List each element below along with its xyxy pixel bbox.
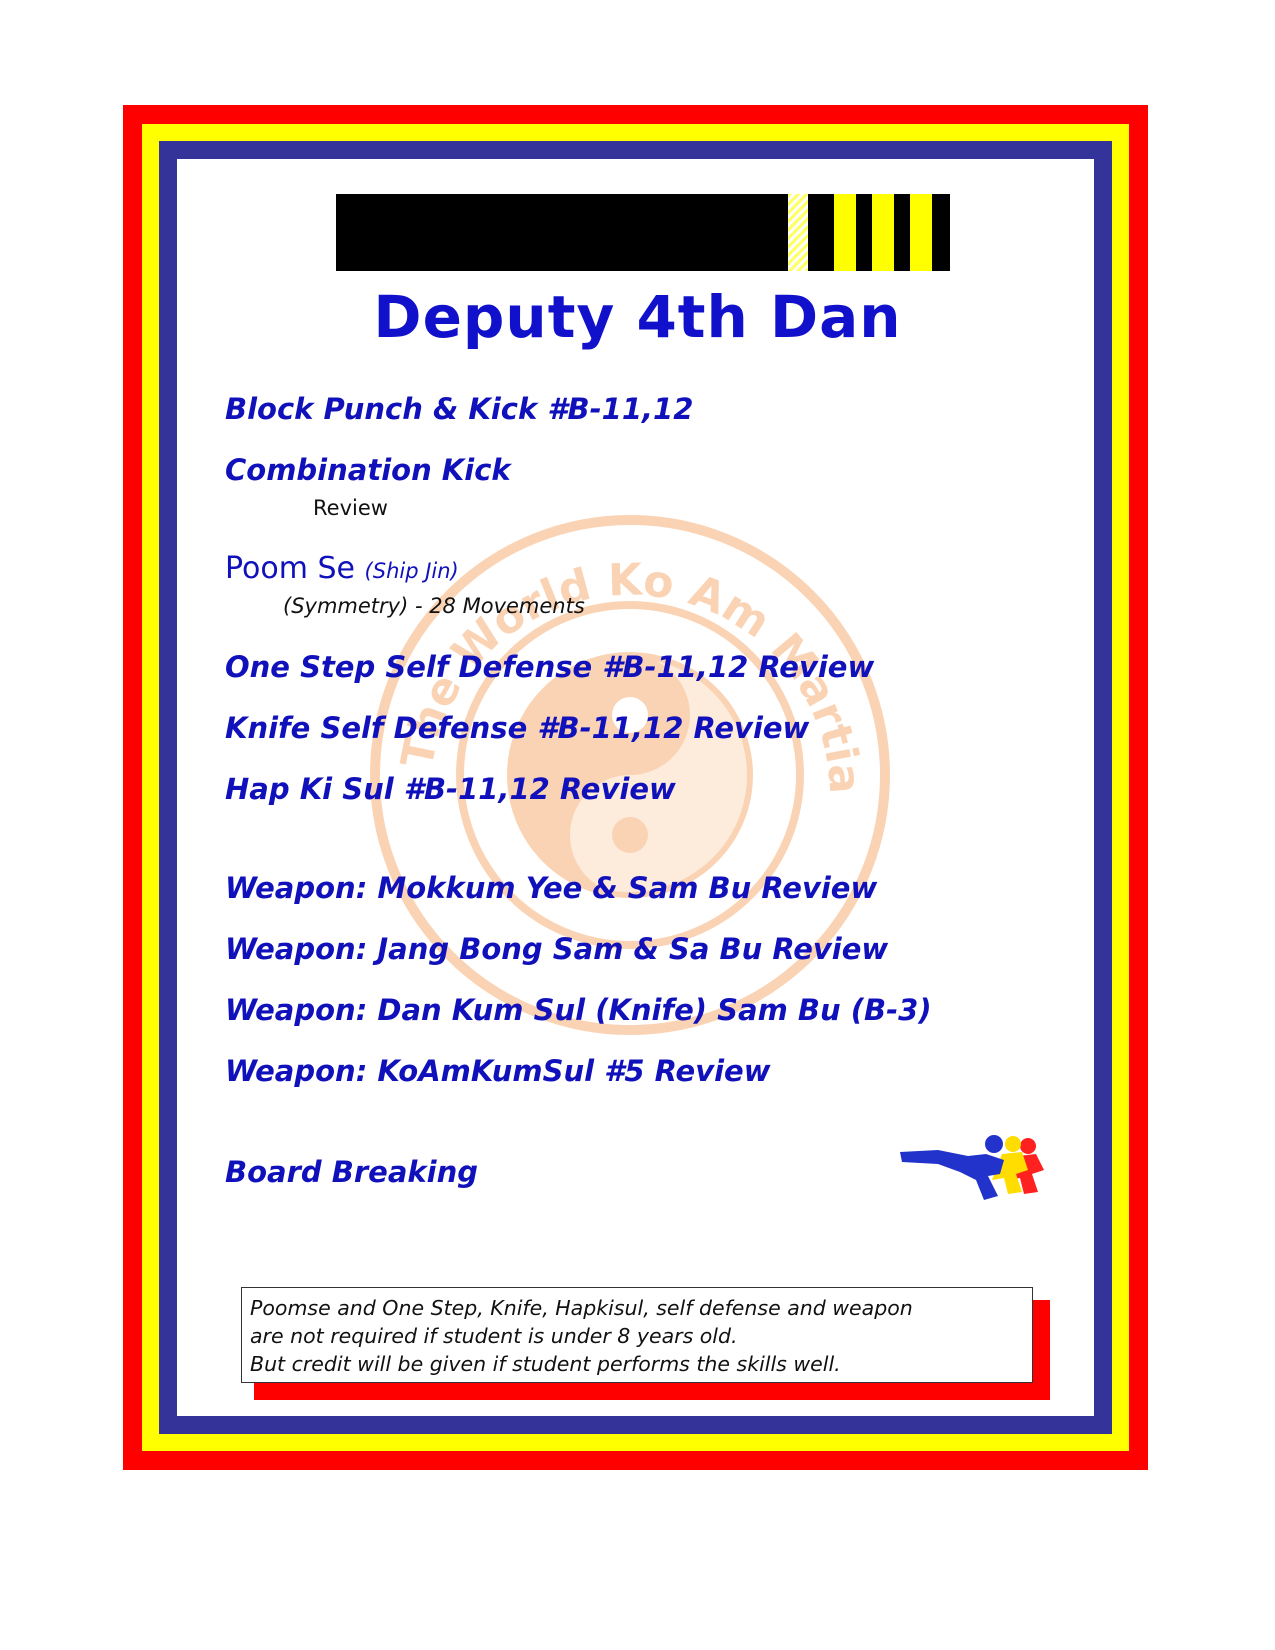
federation-seal-watermark: The World Ko Am Martial Arts Federation: [360, 505, 890, 1035]
requirement-weapon-koamkumsul: Weapon: KoAmKumSul #5 Review: [225, 1054, 771, 1088]
poomse-name: Poom Se: [225, 551, 355, 586]
combination-kick-note: Review: [313, 496, 388, 520]
belt-stripe-deputy: [788, 194, 808, 271]
requirement-weapon-jang-bong: Weapon: Jang Bong Sam & Sa Bu Review: [225, 932, 889, 966]
requirement-one-step-self-defense: One Step Self Defense #B-11,12 Review: [225, 650, 875, 684]
poomse-form-name: (Ship Jin): [364, 559, 459, 583]
poomse-detail: (Symmetry) - 28 Movements: [283, 594, 585, 618]
age-exemption-notice: Poomse and One Step, Knife, Hapkisul, se…: [241, 1287, 1033, 1383]
page-title: Deputy 4th Dan: [373, 283, 902, 351]
kicking-figures-icon: [900, 1135, 1044, 1200]
requirement-weapon-mokkum: Weapon: Mokkum Yee & Sam Bu Review: [225, 871, 878, 905]
requirement-board-breaking: Board Breaking: [225, 1155, 479, 1189]
black-belt-graphic: [336, 194, 950, 271]
requirement-weapon-dan-kum-sul: Weapon: Dan Kum Sul (Knife) Sam Bu (B-3): [225, 993, 932, 1027]
requirement-block-punch-kick: Block Punch & Kick #B-11,12: [225, 392, 694, 426]
notice-line: are not required if student is under 8 y…: [250, 1324, 738, 1348]
requirement-knife-self-defense: Knife Self Defense #B-11,12 Review: [225, 711, 810, 745]
requirement-poomse: Poom Se (Ship Jin): [225, 551, 459, 586]
content-panel: [177, 159, 1094, 1416]
notice-line: But credit will be given if student perf…: [250, 1352, 841, 1376]
belt-stripe: [834, 194, 856, 271]
belt-stripe: [872, 194, 894, 271]
notice-line: Poomse and One Step, Knife, Hapkisul, se…: [250, 1296, 913, 1320]
requirement-hap-ki-sul: Hap Ki Sul #B-11,12 Review: [225, 772, 676, 806]
requirement-combination-kick: Combination Kick: [225, 453, 511, 487]
belt-stripe: [910, 194, 932, 271]
